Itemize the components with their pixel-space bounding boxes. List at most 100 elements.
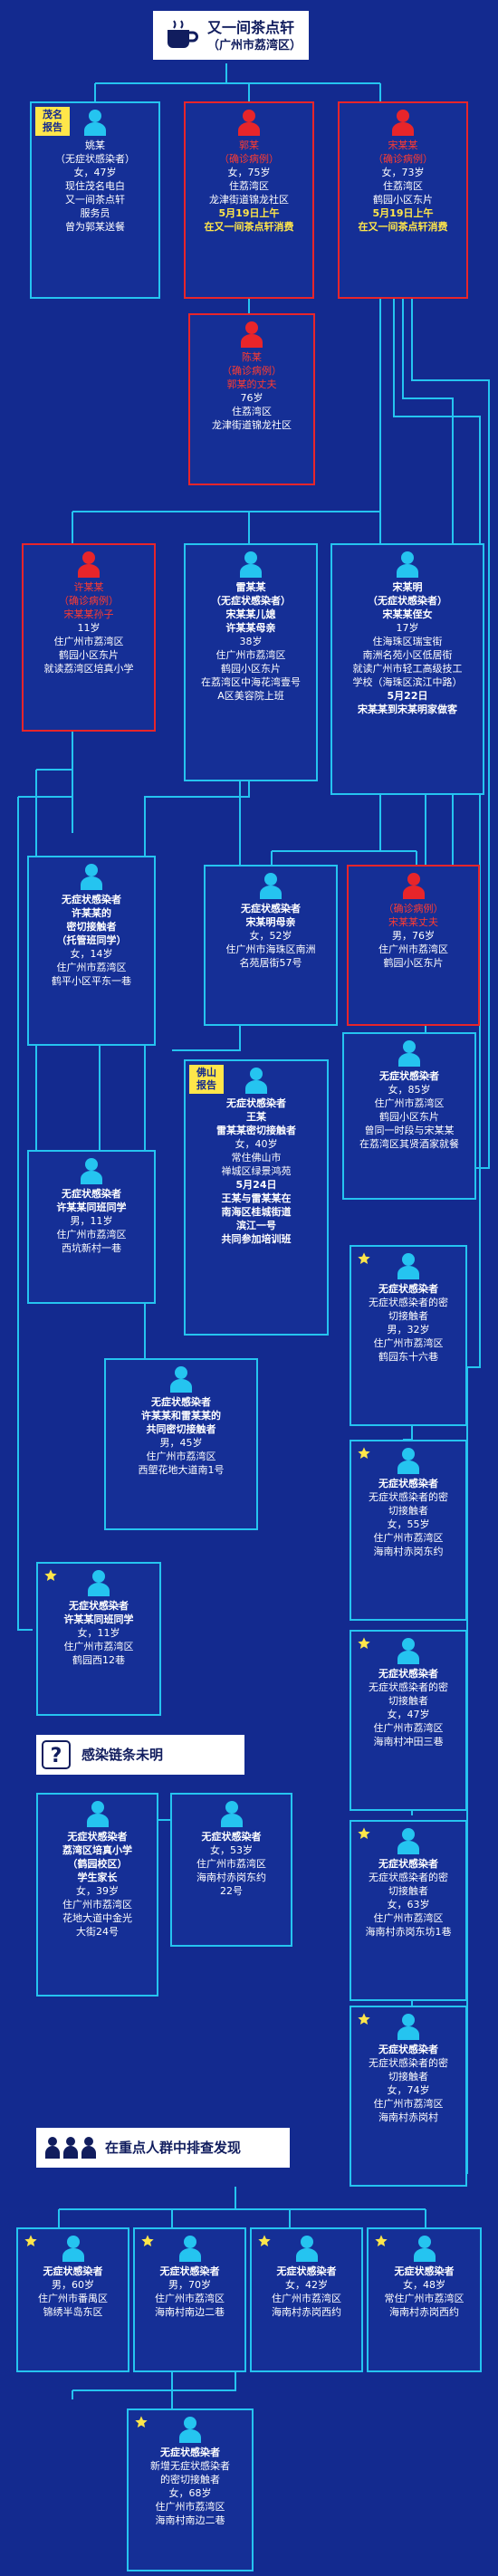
- person-icon: [402, 873, 425, 899]
- case-line: 共同参加培训班: [221, 1233, 292, 1245]
- star-icon: [44, 1569, 57, 1581]
- case-line: 住广州市番禺区: [38, 2293, 108, 2304]
- case-line: 11岁: [77, 622, 101, 634]
- case-m32: 无症状感染者无症状感染者的密切接触者男，32岁住广州市荔湾区鹤园东十六巷: [350, 1245, 467, 1426]
- case-line: 许某某的: [72, 907, 111, 919]
- case-line: 鹤园小区东片: [59, 649, 119, 661]
- case-line: 又一间茶点轩: [65, 194, 125, 206]
- case-line: 鹤园小区东片: [221, 663, 281, 675]
- person-icon: [392, 110, 414, 136]
- unknown-chain-section: ? 感染链条未明: [36, 1735, 244, 1775]
- case-line: 无症状感染者: [378, 2044, 438, 2055]
- case-line: 鹤园小区东片: [379, 1111, 439, 1123]
- case-songming-mother: 无症状感染者宋某明母亲女，52岁住广州市海珠区南洲名苑居街57号: [204, 865, 338, 1026]
- person-icon: [397, 1828, 419, 1854]
- case-line: 5月19日上午: [372, 207, 434, 219]
- person-icon: [88, 1570, 110, 1596]
- case-line: 男，70岁: [168, 2279, 211, 2291]
- case-line: 无症状感染者的密: [369, 1491, 448, 1503]
- case-line: 宋某明: [392, 581, 423, 593]
- case-line: 无症状感染者: [226, 1097, 286, 1109]
- case-line: 5月22日: [387, 690, 428, 702]
- case-line: 住荔湾区: [383, 180, 423, 192]
- case-line: 名苑居街57号: [239, 957, 302, 969]
- case-line: 无症状感染者: [394, 2265, 455, 2277]
- case-line: 宋某某到宋某明家做客: [358, 704, 457, 715]
- case-xu-contact: 无症状感染者许某某的密切接触者（托管班同学）女，14岁住广州市荔湾区鹤平小区平东…: [27, 856, 156, 1046]
- case-line: 锦绣半岛东区: [43, 2306, 103, 2318]
- case-line: 女，14岁: [70, 948, 113, 960]
- case-line: （无症状感染者）: [211, 595, 291, 607]
- star-icon: [358, 1252, 370, 1264]
- case-line: 宋某某儿媳: [225, 608, 276, 620]
- case-line: 大街24号: [76, 1926, 119, 1938]
- star-icon: [358, 2013, 370, 2025]
- person-icon: [81, 1158, 102, 1184]
- case-line: 学校（海珠区滨江中路）: [352, 676, 463, 688]
- case-line: 住广州市荔湾区: [373, 1337, 444, 1349]
- person-icon: [86, 1801, 109, 1827]
- case-line: 花地大道中金光: [62, 1912, 132, 1924]
- case-line: 海南村南边二巷: [155, 2306, 225, 2318]
- case-line: 男，45岁: [159, 1437, 203, 1449]
- case-line: 无症状感染者: [378, 1858, 438, 1870]
- case-line: 男，11岁: [70, 1215, 113, 1227]
- case-line: （确诊病例）: [222, 365, 282, 377]
- case-line: 鹤平小区平东一巷: [52, 975, 131, 987]
- case-line: 雷某某: [235, 581, 266, 593]
- case-line: 男，60岁: [52, 2279, 94, 2291]
- case-line: （鹤园校区）: [67, 1858, 128, 1870]
- case-line: 无症状感染者: [43, 2265, 103, 2277]
- star-icon: [358, 1447, 370, 1459]
- person-icon: [413, 2236, 436, 2262]
- case-line: 女，63岁: [387, 1899, 430, 1910]
- case-line: 海南村冲田三巷: [373, 1736, 444, 1748]
- case-line: 龙津街道锦龙社区: [212, 419, 292, 431]
- question-icon: ?: [42, 1740, 71, 1769]
- case-line: 许某某同班同学: [63, 1614, 134, 1625]
- case-line: 鹤园小区东片: [373, 194, 433, 206]
- case-line: 在又一间茶点轩消费: [204, 221, 294, 233]
- case-classmate: 无症状感染者许某某同班同学男，11岁住广州市荔湾区西坑新村一巷: [27, 1150, 156, 1304]
- case-line: A区美容院上班: [217, 690, 284, 702]
- case-line: 女，85岁: [388, 1084, 431, 1096]
- person-icon: [295, 2236, 318, 2262]
- case-line: 鹤园西12巷: [72, 1654, 125, 1666]
- case-line: 龙津街道锦龙社区: [209, 194, 289, 206]
- case-line: 住广州市荔湾区: [196, 1858, 266, 1870]
- case-line: 新增无症状感染者: [150, 2460, 230, 2472]
- case-line: 无症状感染者: [159, 2265, 220, 2277]
- case-line: 鹤园小区东片: [383, 957, 444, 969]
- case-f74: 无症状感染者无症状感染者的密切接触者女，74岁住广州市荔湾区海南村赤岗村: [350, 2006, 467, 2187]
- case-line: 女，73岁: [381, 167, 425, 178]
- case-line: 住广州市荔湾区: [56, 1229, 127, 1240]
- star-icon: [141, 2235, 154, 2246]
- person-icon: [84, 110, 106, 136]
- person-icon: [81, 864, 102, 890]
- case-line: 无症状感染者: [201, 1831, 262, 1843]
- case-line: 女，55岁: [387, 1518, 430, 1530]
- case-line: 38岁: [239, 636, 263, 647]
- case-line: 宋某某侄女: [382, 608, 433, 620]
- person-icon: [397, 2014, 419, 2040]
- person-icon: [398, 1040, 420, 1067]
- case-line: 宋某某孙子: [63, 608, 114, 620]
- case-m63: 无症状感染者无症状感染者的密切接触者女，63岁住广州市荔湾区海南村赤岗东坊1巷: [350, 1820, 467, 2001]
- case-line: 许某某和雷某某的: [141, 1410, 221, 1422]
- case-line: 住海珠区瑞宝街: [372, 636, 443, 647]
- screening-section: 在重点人群中排查发现: [36, 2128, 290, 2168]
- person-icon: [78, 551, 100, 578]
- case-line: 住广州市荔湾区: [155, 2501, 225, 2513]
- case-line: 海南村赤岗东约: [196, 1872, 266, 1883]
- case-line: 女，53岁: [210, 1844, 253, 1856]
- case-line: 5月19日上午: [218, 207, 280, 219]
- case-line: 女，11岁: [77, 1627, 120, 1639]
- case-line: （托管班同学）: [56, 934, 127, 946]
- case-line: 女，40岁: [235, 1138, 278, 1150]
- case-line: （无症状感染者）: [368, 595, 447, 607]
- case-line: 服务员: [80, 207, 110, 219]
- case-line: 切接触者: [388, 1885, 428, 1897]
- case-line: 海南村赤岗东约: [373, 1546, 444, 1557]
- case-line: 无症状感染者: [151, 1396, 211, 1408]
